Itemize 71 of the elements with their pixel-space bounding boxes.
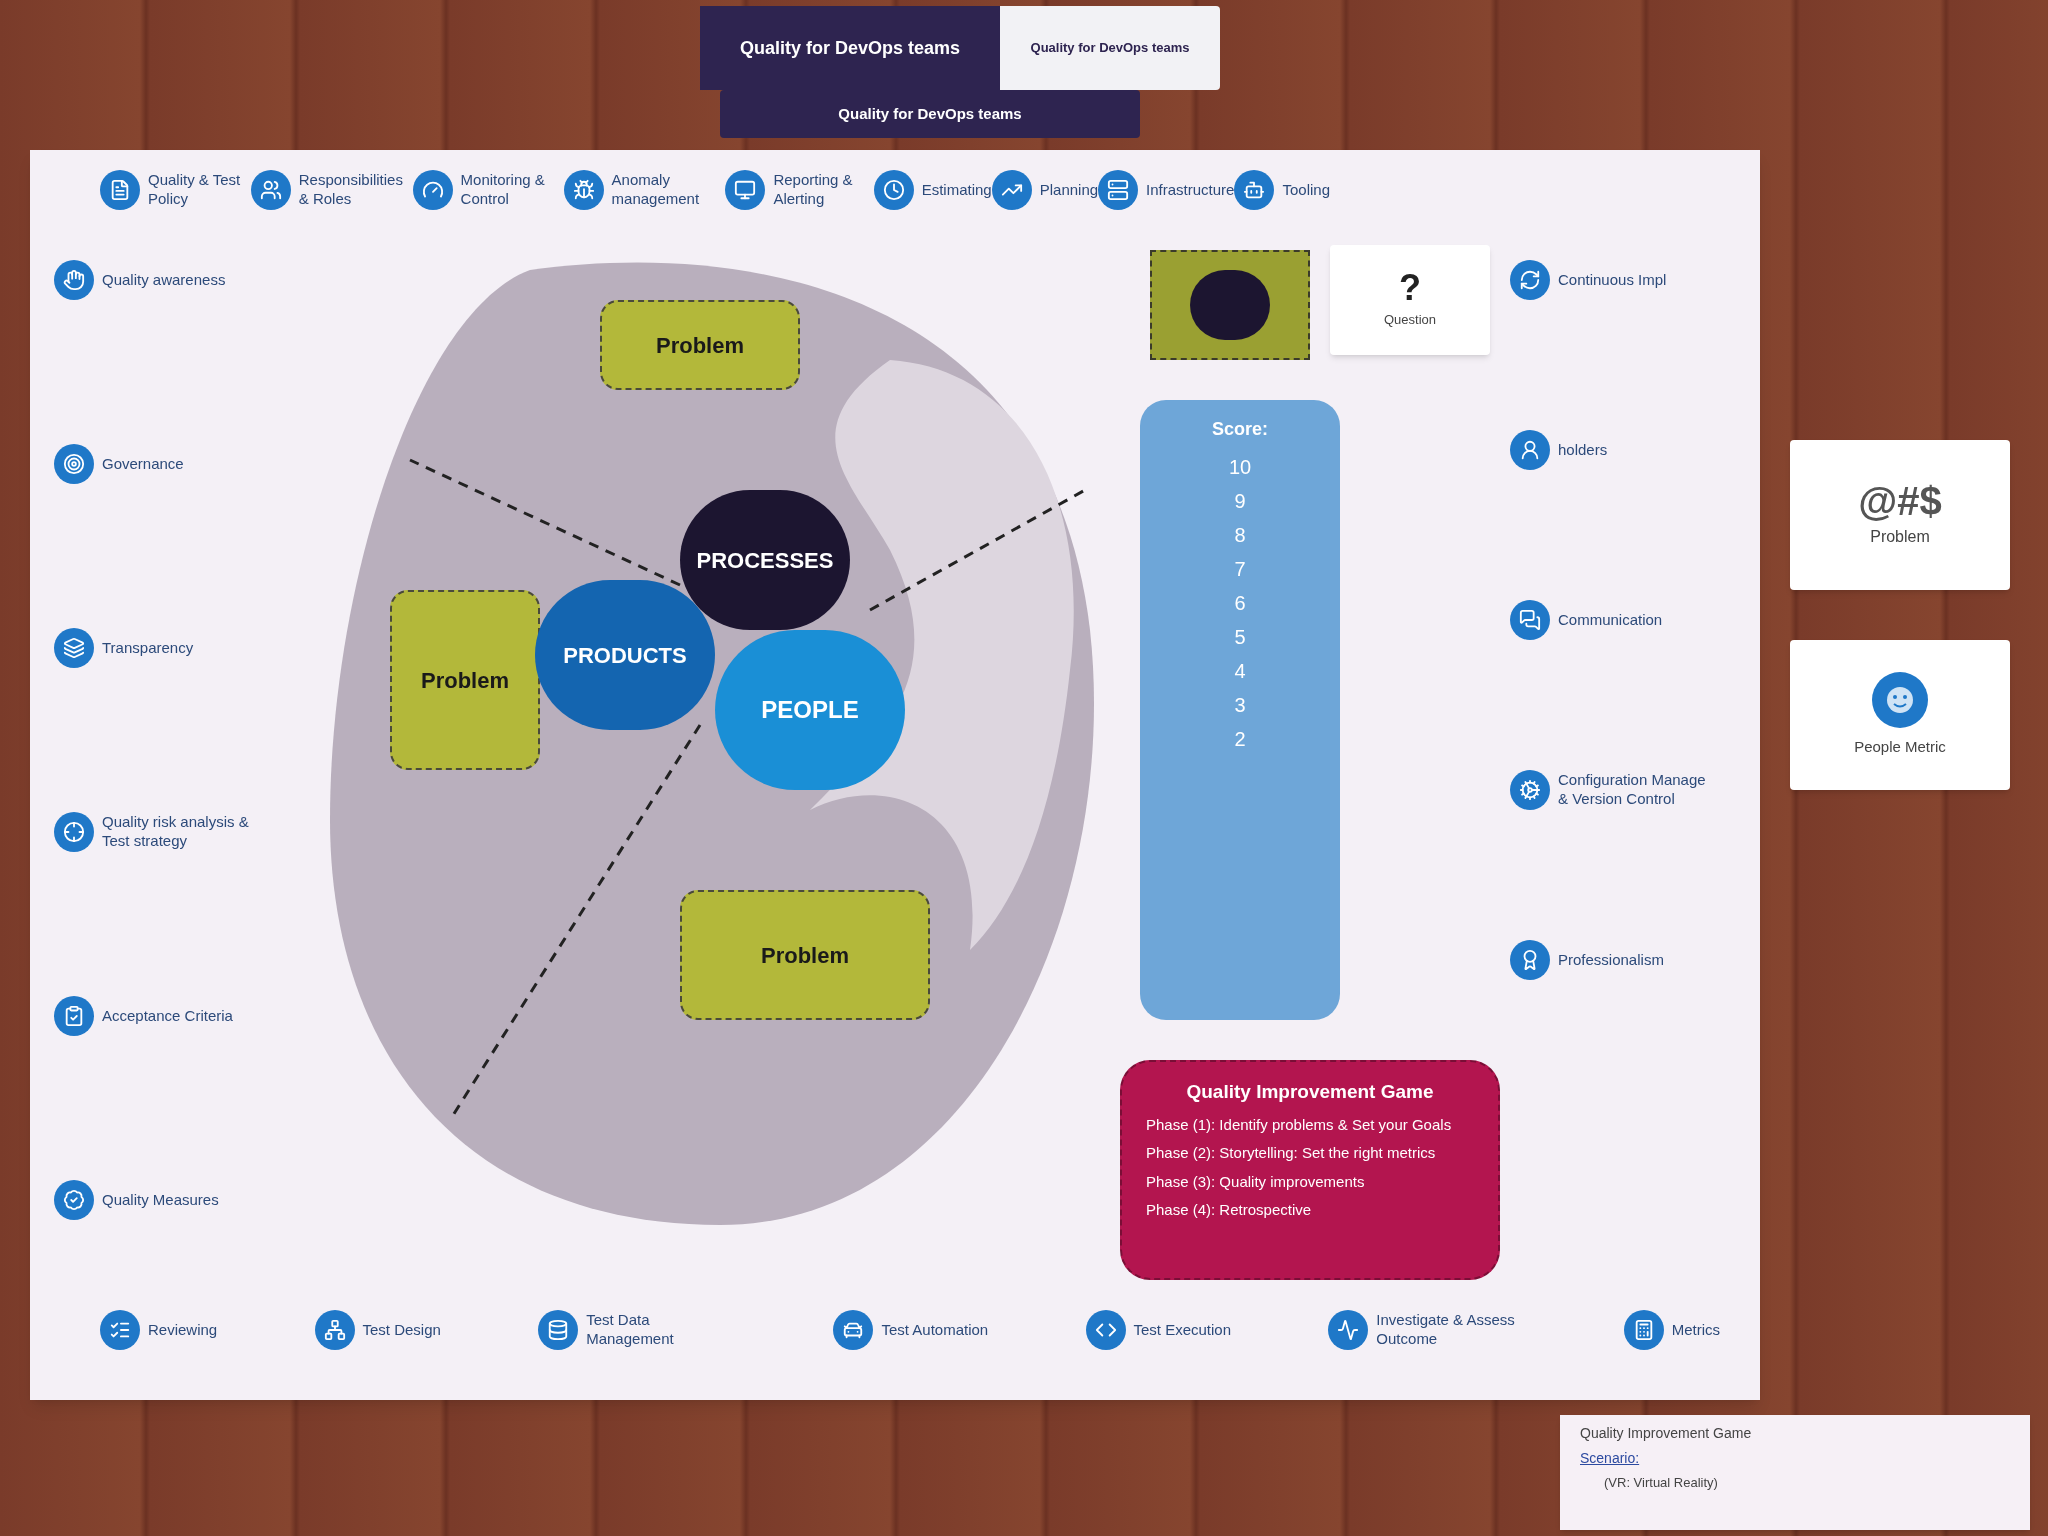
score-number: 10 xyxy=(1228,457,1252,477)
topic-label: Governance xyxy=(102,454,184,474)
topic-label: Infrastructure xyxy=(1146,180,1235,200)
score-number: 4 xyxy=(1234,661,1246,681)
score-number: 7 xyxy=(1234,559,1246,579)
score-heading: Score: xyxy=(1212,418,1268,441)
topic-label: Continuous Impl xyxy=(1558,270,1667,290)
topic-label: Planning xyxy=(1039,180,1099,200)
sheet-title: Quality Improvement Game xyxy=(1580,1424,1753,1443)
problem-label: Problem xyxy=(421,666,509,695)
topic-label: Communication xyxy=(1558,610,1663,630)
symbol-text: @#$ xyxy=(1858,481,1942,521)
topic-label: Test Data Management xyxy=(586,1311,675,1349)
topic-label: Reviewing xyxy=(148,1320,218,1340)
problem-label: Problem xyxy=(656,331,744,360)
book xyxy=(720,90,1140,138)
topic-label: Acceptance Criteria xyxy=(102,1006,233,1026)
topic-label: Anomaly management xyxy=(611,171,701,209)
score-number: 3 xyxy=(1234,695,1246,715)
card-caption: People Metric xyxy=(1854,736,1946,757)
topic-label: Quality & Test Policy xyxy=(148,171,242,209)
topic-label: Responsibilities & Roles xyxy=(298,171,404,209)
topic-label: Quality awareness xyxy=(102,270,226,290)
score-number: 8 xyxy=(1234,525,1246,545)
topic-label: holders xyxy=(1558,440,1608,460)
topic-label: Investigate & Assess Outcome xyxy=(1376,1311,1516,1349)
problem-box xyxy=(600,300,800,390)
category-label: PRODUCTS xyxy=(563,641,687,670)
topic-label: Quality risk analysis & Test strategy xyxy=(102,813,250,851)
sheet-text: (VR: Virtual Reality) xyxy=(1603,1474,1719,1492)
book xyxy=(700,6,1220,90)
topic-label: Test Design xyxy=(362,1320,441,1340)
category-label: PEOPLE xyxy=(761,695,859,725)
phase-text: Phase (4): Retrospective xyxy=(1146,1200,1313,1221)
topic-label: Test Execution xyxy=(1133,1320,1232,1340)
book-spine-title: Quality for DevOps teams xyxy=(1030,39,1190,58)
topic-label: Monitoring & Control xyxy=(460,171,546,209)
problem-box xyxy=(390,590,540,770)
topic-label: Test Automation xyxy=(881,1320,989,1340)
topic-label: Metrics xyxy=(1671,1320,1720,1340)
topic-label: Estimating xyxy=(921,180,992,200)
paper-sheet xyxy=(1560,1415,2030,1530)
topic-label: Tooling xyxy=(1282,180,1330,200)
question-card xyxy=(1330,245,1490,355)
topic-label: Transparency xyxy=(102,638,194,658)
topic-label: Reporting & Alerting xyxy=(773,171,854,209)
book-spine-title: Quality for DevOps teams xyxy=(838,103,1022,124)
score-number: 2 xyxy=(1234,729,1246,749)
card-caption: Question xyxy=(1383,311,1436,330)
phase-text: Phase (3): Quality improvements xyxy=(1146,1171,1366,1192)
topic-label: Professionalism xyxy=(1558,950,1664,970)
topic-label: Quality Measures xyxy=(102,1190,219,1210)
card-slot xyxy=(1150,250,1310,360)
problem-box xyxy=(680,890,930,1020)
phase-text: Phase (2): Storytelling: Set the right metrics xyxy=(1146,1143,1437,1164)
score-bar xyxy=(1140,400,1340,1020)
score-number: 9 xyxy=(1234,491,1246,511)
phase-text: Phase (1): Identify problems & Set your Goals xyxy=(1146,1114,1453,1135)
game-phases-card xyxy=(1120,1060,1500,1280)
category-label: PROCESSES xyxy=(696,546,834,575)
sheet-heading: Scenario: xyxy=(1580,1449,1641,1468)
score-number: 5 xyxy=(1234,627,1246,647)
metric-card xyxy=(1790,640,2010,790)
question-mark: ? xyxy=(1399,270,1421,307)
card-caption: Problem xyxy=(1870,527,1930,547)
topic-label: Configuration Manage & Version Control xyxy=(1558,771,1707,809)
problem-label: Problem xyxy=(761,941,849,970)
book-cover-title: Quality for DevOps teams xyxy=(739,36,961,60)
problem-card xyxy=(1790,440,2010,590)
card-title: Quality Improvement Game xyxy=(1185,1080,1435,1104)
score-number: 6 xyxy=(1234,593,1246,613)
